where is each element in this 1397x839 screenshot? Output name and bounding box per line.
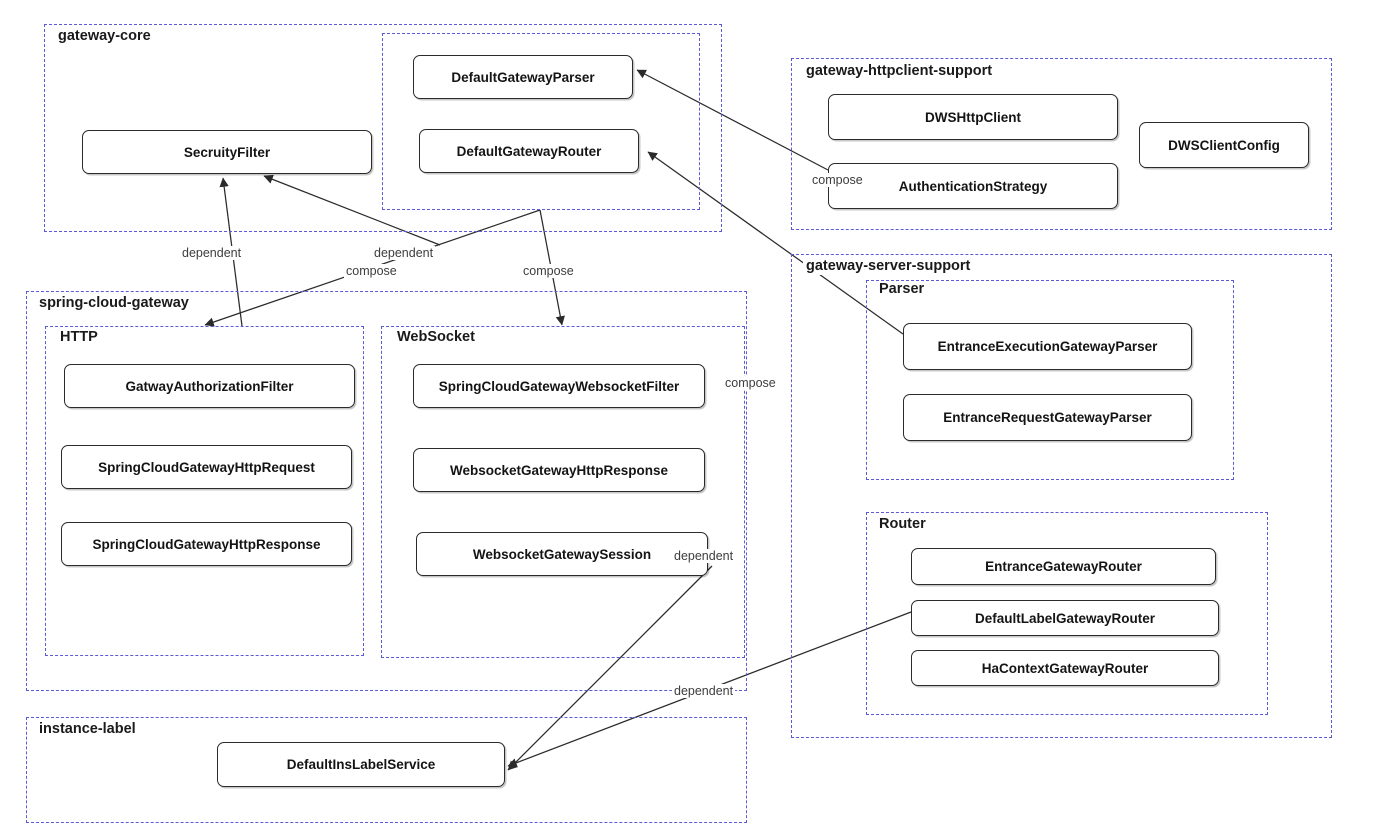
group-title-gateway-core: gateway-core xyxy=(55,28,154,45)
group-http xyxy=(45,326,364,656)
node-WebsocketGatewayHttpResponse[interactable]: WebsocketGatewayHttpResponse xyxy=(413,448,705,492)
group-title-gateway-server-support: gateway-server-support xyxy=(803,258,974,275)
node-AuthenticationStrategy[interactable]: AuthenticationStrategy xyxy=(828,163,1118,209)
edge-label-l2: dependent xyxy=(372,246,436,260)
node-GatwayAuthorizationFilter[interactable]: GatwayAuthorizationFilter xyxy=(64,364,355,408)
node-HaContextGatewayRouter[interactable]: HaContextGatewayRouter xyxy=(911,650,1219,686)
group-title-parser: Parser xyxy=(876,281,928,298)
group-title-http: HTTP xyxy=(57,329,101,346)
group-parser xyxy=(866,280,1234,480)
edge-label-l8: dependent xyxy=(672,684,736,698)
node-EntranceGatewayRouter[interactable]: EntranceGatewayRouter xyxy=(911,548,1216,585)
node-EntranceRequestGatewayParser[interactable]: EntranceRequestGatewayParser xyxy=(903,394,1192,441)
node-SecruityFilter[interactable]: SecruityFilter xyxy=(82,130,372,174)
group-gateway-core-inner xyxy=(382,33,700,210)
node-DWSClientConfig[interactable]: DWSClientConfig xyxy=(1139,122,1309,168)
node-DefaultInsLabelService[interactable]: DefaultInsLabelService xyxy=(217,742,505,787)
node-SpringCloudGatewayHttpRequest[interactable]: SpringCloudGatewayHttpRequest xyxy=(61,445,352,489)
node-WebsocketGatewaySession[interactable]: WebsocketGatewaySession xyxy=(416,532,708,576)
group-websocket xyxy=(381,326,745,658)
edge-label-l3: compose xyxy=(344,264,399,278)
node-SpringCloudGatewayHttpResponse[interactable]: SpringCloudGatewayHttpResponse xyxy=(61,522,352,566)
group-title-websocket: WebSocket xyxy=(394,329,478,346)
node-EntranceExecutionGatewayParser[interactable]: EntranceExecutionGatewayParser xyxy=(903,323,1192,370)
group-gateway-core xyxy=(44,24,722,232)
edge-label-l5: compose xyxy=(810,173,865,187)
edge-label-l1: dependent xyxy=(180,246,244,260)
node-DWSHttpClient[interactable]: DWSHttpClient xyxy=(828,94,1118,140)
group-gateway-server-support xyxy=(791,254,1332,738)
group-title-gateway-httpclient-support: gateway-httpclient-support xyxy=(803,63,996,80)
group-title-spring-cloud-gateway: spring-cloud-gateway xyxy=(36,295,192,312)
node-DefaultGatewayRouter[interactable]: DefaultGatewayRouter xyxy=(419,129,639,173)
group-router xyxy=(866,512,1268,715)
group-instance-label xyxy=(26,717,747,823)
group-title-router: Router xyxy=(876,516,929,533)
edge-label-l4: compose xyxy=(521,264,576,278)
node-SpringCloudGatewayWebsocketFilter[interactable]: SpringCloudGatewayWebsocketFilter xyxy=(413,364,705,408)
edge-label-l7: dependent xyxy=(672,549,736,563)
group-spring-cloud-gateway xyxy=(26,291,747,691)
group-gateway-httpclient-support xyxy=(791,58,1332,230)
group-title-instance-label: instance-label xyxy=(36,721,139,738)
node-DefaultGatewayParser[interactable]: DefaultGatewayParser xyxy=(413,55,633,99)
node-DefaultLabelGatewayRouter[interactable]: DefaultLabelGatewayRouter xyxy=(911,600,1219,636)
edge-label-l6: compose xyxy=(723,376,778,390)
